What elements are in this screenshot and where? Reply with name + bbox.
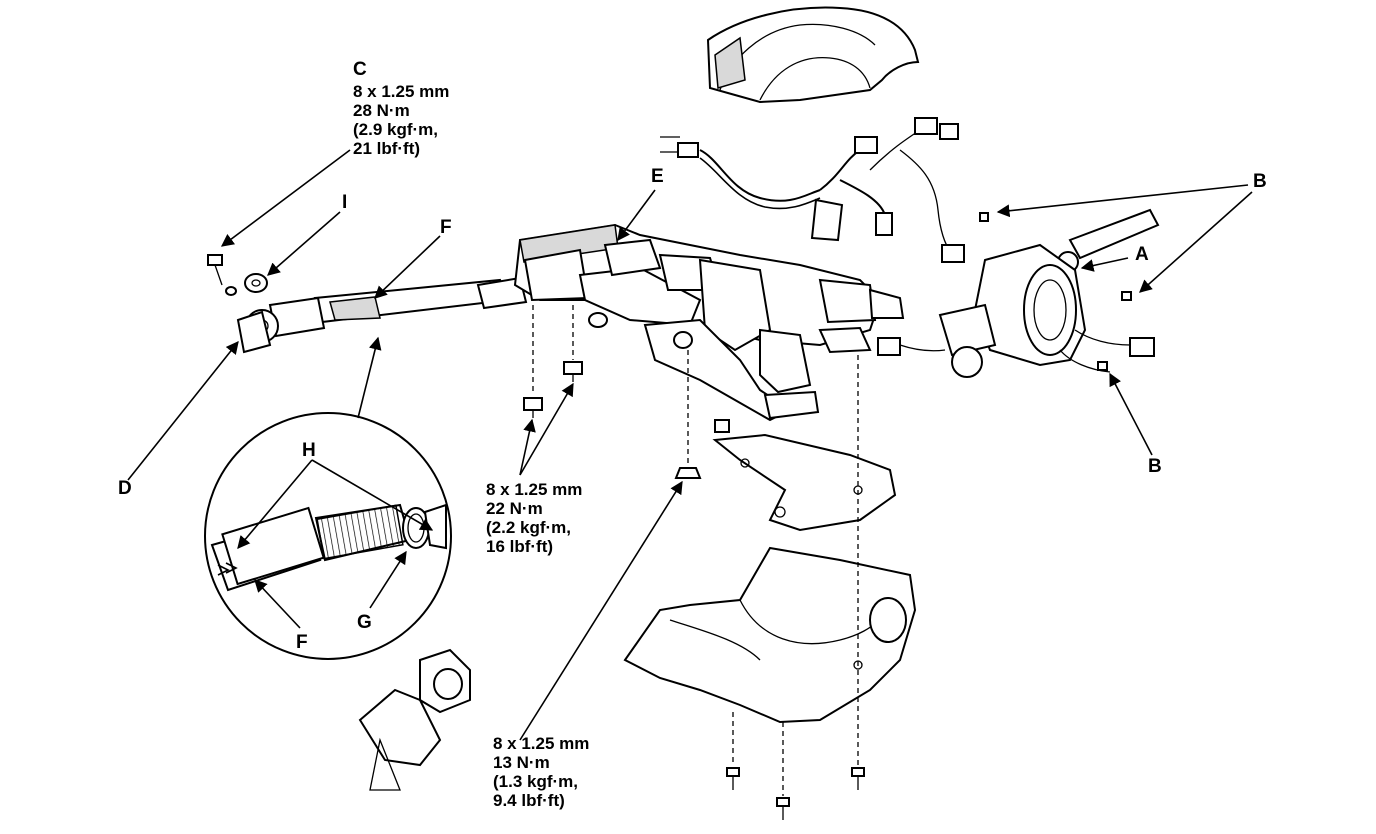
spec-column-kgfm: (2.2 kgf·m, — [486, 518, 572, 537]
spec-lower-kgfm: (1.3 kgf·m, — [493, 772, 579, 791]
callout-c: C — [353, 59, 367, 80]
callout-b-upper: B — [1253, 171, 1267, 192]
spec-c-bolt: 8 x 1.25 mm 28 N·m (2.9 kgf·m, 21 lbf·ft… — [353, 82, 449, 158]
column-bracket-small — [358, 648, 471, 791]
spec-lower-nut: 8 x 1.25 mm 13 N·m (1.3 kgf·m, 9.4 lbf·f… — [493, 734, 589, 810]
lower-bracket — [712, 433, 897, 532]
spec-lower-size: 8 x 1.25 mm — [493, 734, 590, 753]
intermediate-shaft — [236, 276, 528, 354]
column-mounting-bolts — [523, 305, 702, 479]
callout-e: E — [651, 166, 664, 187]
detail-view-circle — [204, 412, 452, 660]
callout-i: I — [342, 192, 348, 213]
bolt-c-and-washer — [207, 254, 268, 296]
wire-harness — [660, 117, 965, 263]
combination-switch — [877, 208, 1160, 378]
callout-h: H — [302, 440, 316, 461]
callout-b-lower: B — [1148, 456, 1162, 477]
spec-lower-nm: 13 N·m — [493, 753, 550, 772]
lower-column-cover — [623, 546, 917, 724]
callout-f-upper: F — [440, 217, 452, 238]
leader-lines — [127, 149, 1253, 741]
spec-c-nm: 28 N·m — [353, 101, 410, 120]
spec-c-lbfft: 21 lbf·ft) — [353, 139, 421, 158]
callout-f-lower: F — [296, 632, 308, 653]
steering-column — [513, 223, 905, 433]
spec-column-size: 8 x 1.25 mm — [486, 480, 583, 499]
spec-column-lbfft: 16 lbf·ft) — [486, 537, 554, 556]
callout-a: A — [1135, 244, 1149, 265]
spec-c-size: 8 x 1.25 mm — [353, 82, 450, 101]
lower-cover-screws — [726, 355, 865, 820]
spec-c-kgfm: (2.9 kgf·m, — [353, 120, 439, 139]
spec-column-nm: 22 N·m — [486, 499, 543, 518]
callout-g: G — [357, 612, 372, 633]
upper-column-cover — [706, 6, 920, 104]
spec-lower-lbfft: 9.4 lbf·ft) — [493, 791, 565, 810]
spec-column-bolts: 8 x 1.25 mm 22 N·m (2.2 kgf·m, 16 lbf·ft… — [486, 480, 582, 556]
callout-d: D — [118, 478, 132, 499]
